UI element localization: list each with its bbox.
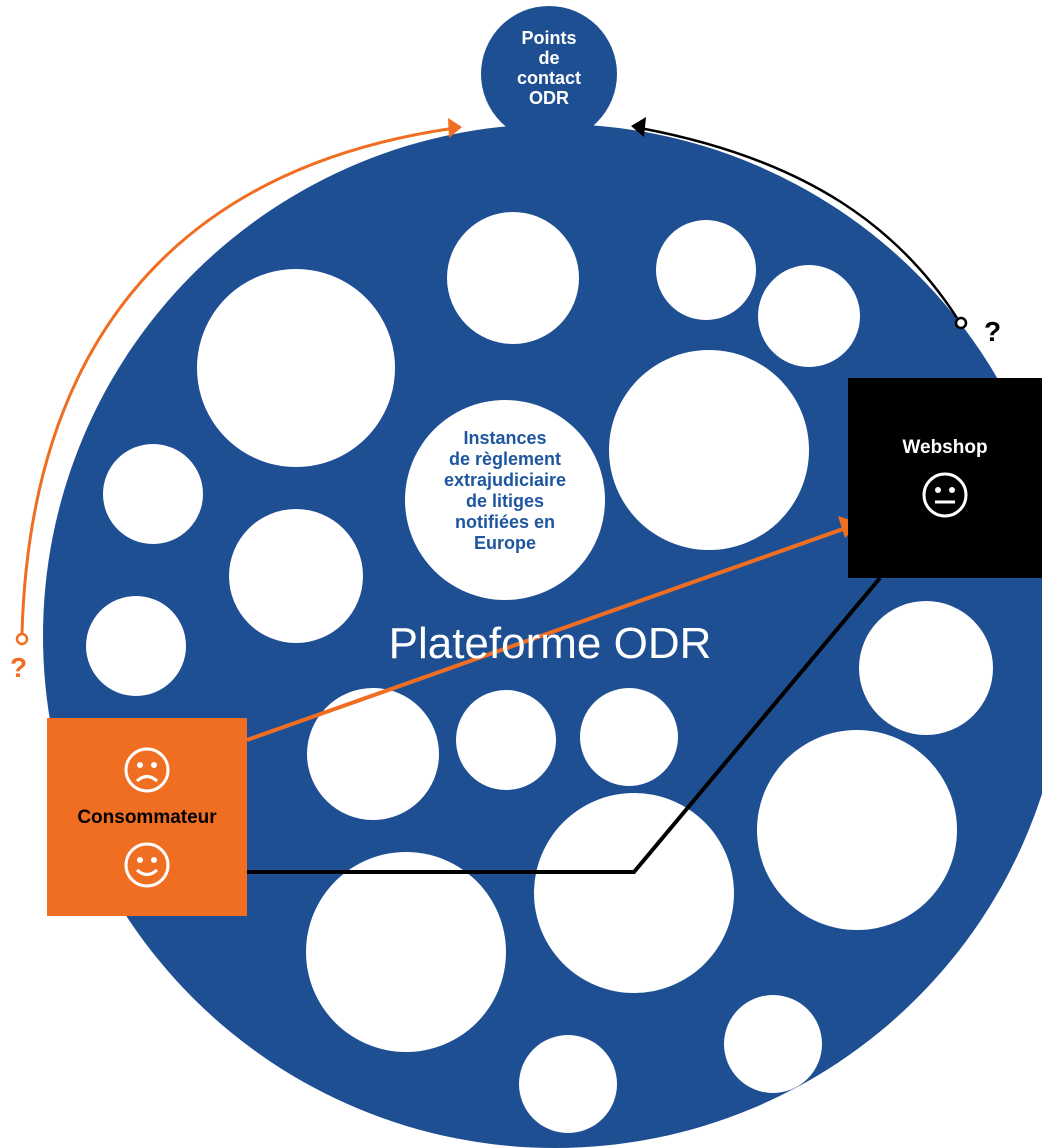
ods-bubble	[609, 350, 809, 550]
contact-point-line: de	[538, 48, 560, 68]
ods-bubble-center	[405, 400, 605, 600]
contact-point-line: contact	[516, 68, 581, 88]
ods-bubble	[229, 509, 363, 643]
webshop-to-contact-arrow	[631, 117, 968, 330]
ods-bubble	[859, 601, 993, 735]
ods-bubble	[86, 596, 186, 696]
sad-face-icon	[124, 747, 170, 792]
ods-bodies-line: notifiées en	[454, 512, 556, 532]
ods-bubble	[307, 688, 439, 820]
ods-bubble	[534, 793, 734, 993]
consumer-to-contact-arrow	[15, 118, 462, 646]
ods-bodies-line: de règlement	[448, 449, 562, 469]
ods-bubble	[519, 1035, 617, 1133]
contact-point-line: ODR	[529, 88, 569, 108]
ods-bubble	[758, 265, 860, 367]
ods-bubble	[447, 212, 579, 344]
ods-bodies-label: Instances de règlement extrajudiciaire d…	[405, 428, 605, 554]
contact-point-label: Points de contact ODR	[482, 28, 616, 108]
ods-bubble	[580, 688, 678, 786]
consumer-box: Consommateur	[47, 718, 247, 916]
ods-bubble	[103, 444, 203, 544]
question-mark-consumer: ?	[10, 652, 28, 683]
ods-bodies-line: Europe	[473, 533, 536, 553]
consumer-label: Consommateur	[77, 806, 217, 828]
webshop-box: Webshop	[848, 378, 1042, 578]
ods-bubbles	[86, 212, 993, 1133]
question-mark-webshop: ?	[984, 316, 1002, 347]
ods-bodies-line: Instances	[463, 428, 547, 448]
ods-bodies-line: de litiges	[465, 491, 545, 511]
platform-label: Plateforme ODR	[388, 619, 712, 668]
smiley-face-icon	[124, 842, 170, 887]
ods-bubble	[456, 690, 556, 790]
ods-bubble	[306, 852, 506, 1052]
neutral-face-icon	[922, 472, 968, 517]
contact-point-line: Points	[521, 28, 577, 48]
ods-bodies-line: extrajudiciaire	[443, 470, 567, 490]
ods-bubble	[757, 730, 957, 930]
contact-point-circle	[481, 6, 617, 142]
webshop-label: Webshop	[902, 436, 988, 458]
ods-bubble	[197, 269, 395, 467]
ods-bubble	[724, 995, 822, 1093]
ods-bubble	[656, 220, 756, 320]
